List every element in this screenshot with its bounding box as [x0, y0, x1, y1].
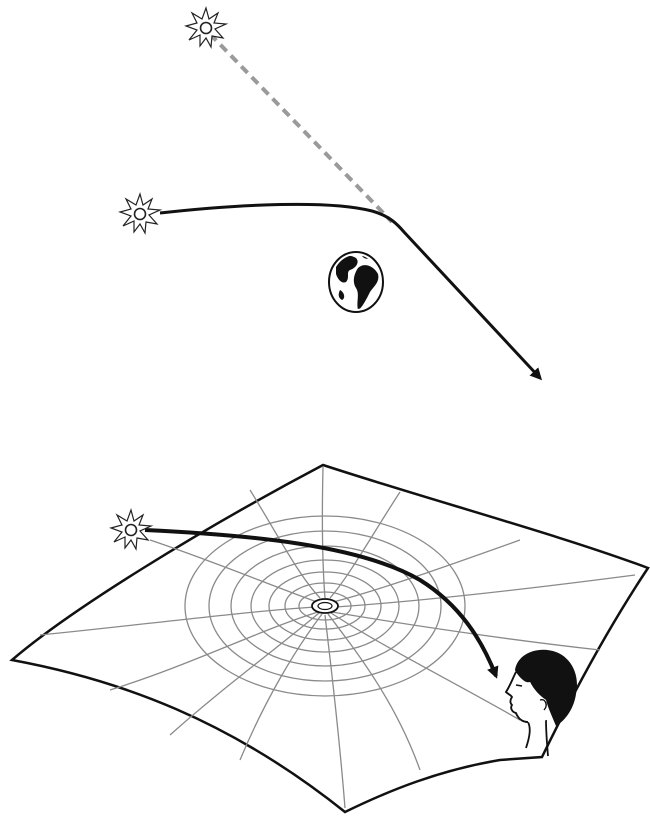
central-mass-well: [312, 599, 338, 613]
actual-star-icon: [120, 194, 160, 233]
star-icon: [111, 510, 151, 549]
earth-icon: [329, 251, 383, 312]
apparent-star-icon: [186, 8, 226, 47]
apparent-sightline: [210, 34, 392, 222]
space-view-panel: [120, 8, 540, 378]
spacetime-grid-sheet: [12, 465, 648, 812]
spacetime-view-panel: [12, 465, 648, 812]
